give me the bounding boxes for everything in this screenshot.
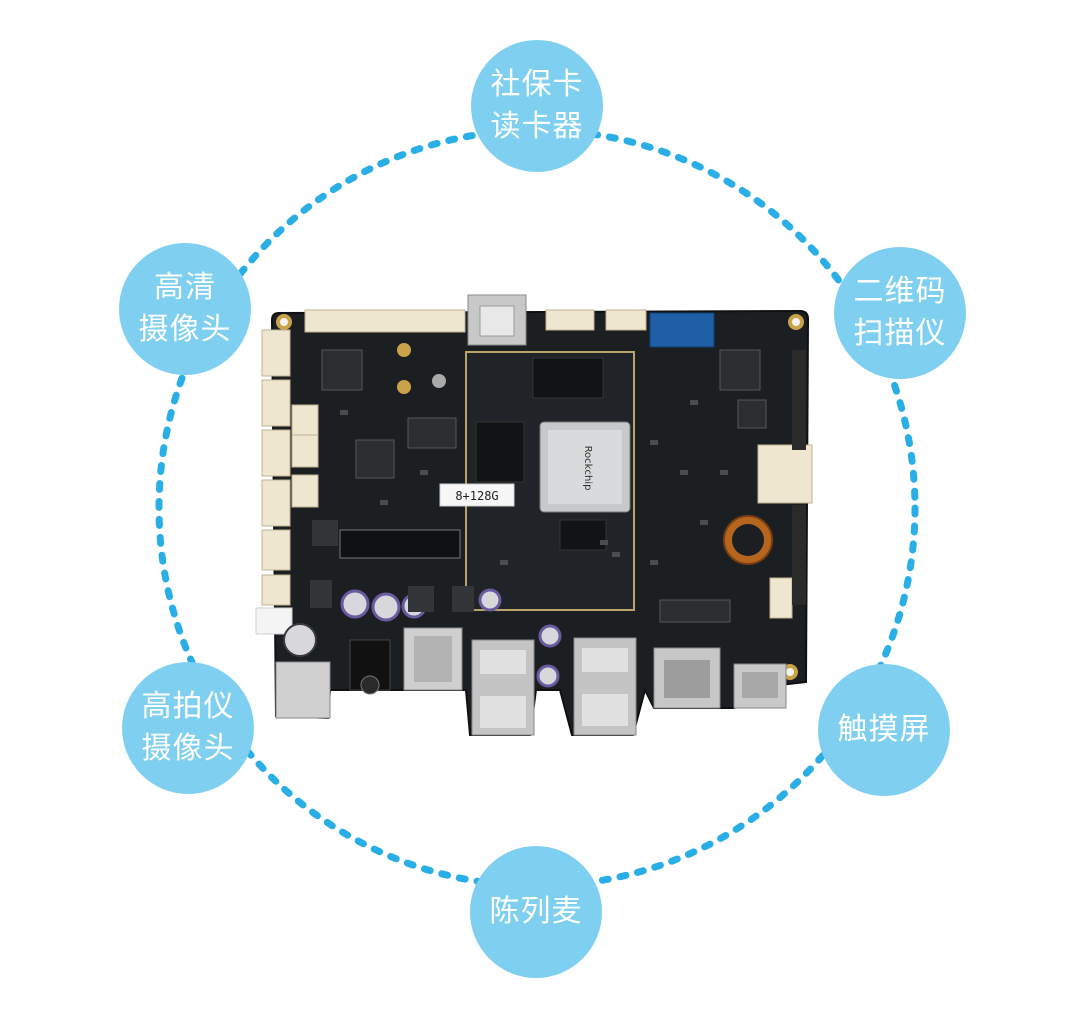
node-label: 触摸屏 — [837, 712, 931, 747]
node-touch-screen: 触摸屏 — [818, 664, 950, 796]
soc-brand-text: Rockchip — [582, 446, 593, 491]
mainboard-image: Rockchip 8+128G — [255, 294, 813, 736]
node-array-microphone: 陈列麦 — [470, 846, 602, 978]
node-label: 陈列麦 — [489, 894, 583, 929]
node-hd-camera: 高清 摄像头 — [119, 243, 251, 375]
node-label: 社保卡 读卡器 — [490, 67, 584, 144]
node-social-security-card-reader: 社保卡 读卡器 — [471, 40, 603, 172]
node-label: 高清 摄像头 — [138, 270, 232, 347]
memory-sticker-label: 8+128G — [455, 489, 498, 503]
node-qr-code-scanner: 二维码 扫描仪 — [834, 247, 966, 379]
node-label: 高拍仪 摄像头 — [141, 689, 235, 766]
node-label: 二维码 扫描仪 — [853, 274, 947, 351]
node-document-camera: 高拍仪 摄像头 — [122, 662, 254, 794]
